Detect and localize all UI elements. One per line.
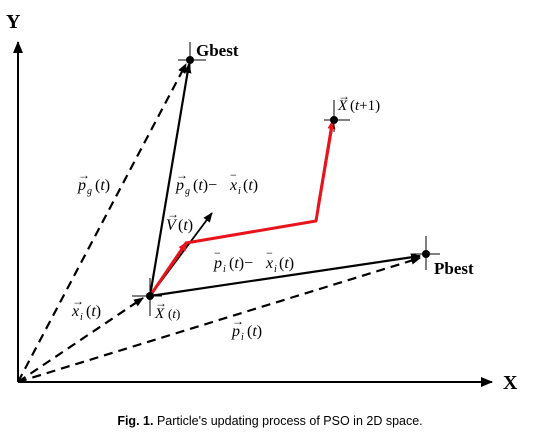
svg-text:p: p [231,323,240,340]
caption-label: Fig. 1. [117,414,154,428]
svg-text:g: g [185,186,190,197]
vector-xi-dashed [17,297,144,383]
math-label-x-t-plus-1: X → (t+1) [337,89,380,114]
x-axis-label: X [503,372,518,394]
math-label-pi-minus-xi: p − i (t)− x − i (t) [213,246,294,275]
svg-text:p: p [77,177,86,194]
svg-text:(t): (t) [178,217,193,234]
svg-text:(t): (t) [95,177,110,194]
svg-text:(t): (t) [86,303,101,320]
svg-text:X: X [337,98,348,114]
svg-text:→: → [232,314,244,328]
caption-text: Particle's updating process of PSO in 2D… [156,414,423,428]
y-axis-label: Y [6,11,21,33]
svg-text:x: x [71,303,79,320]
x-t-plus-1-marker [324,100,350,132]
math-label-xi-t: x → i (t) [71,294,101,323]
svg-text:p: p [213,255,222,272]
svg-text:→: → [167,207,179,221]
svg-text:−: − [214,246,221,260]
svg-text:(t)−: (t)− [193,177,217,194]
svg-text:→: → [78,168,90,182]
svg-text:x: x [229,177,237,194]
x-t-marker [132,278,162,316]
svg-text:(t): (t) [279,255,294,272]
svg-text:→: → [72,294,84,308]
svg-text:→: → [338,89,350,103]
gbest-label: Gbest [196,41,239,60]
svg-text:−: − [266,246,273,260]
update-path-arrow-1 [166,241,189,271]
figure-caption: Fig. 1. Particle's updating process of P… [0,414,540,428]
svg-text:(t): (t) [243,177,258,194]
vector-pi-minus-xi [149,253,421,298]
svg-text:i: i [223,264,226,275]
svg-text:i: i [274,264,277,275]
svg-text:(t+1): (t+1) [350,98,380,114]
pbest-marker [412,236,440,270]
svg-text:→: → [176,168,188,182]
svg-text:i: i [80,312,83,323]
vector-pg-minus-xi [148,63,192,297]
vector-pg-dashed [17,63,187,383]
math-label-pi-t: p → i (t) [231,314,262,343]
gbest-marker [178,42,206,72]
svg-text:−: − [230,168,237,182]
math-label-v-t: V → (t) [166,207,193,234]
pbest-label: Pbest [434,259,474,278]
svg-text:→: → [155,296,167,310]
svg-text:(t)−: (t)− [229,255,253,272]
svg-text:x: x [265,255,273,272]
math-label-x-t: X → (t) [154,296,180,322]
math-label-pg-t: p → g (t) [77,168,110,197]
svg-text:i: i [238,186,241,197]
vector-pi-dashed [17,256,421,384]
svg-text:V: V [166,217,178,234]
svg-text:p: p [175,177,184,194]
svg-text:(t): (t) [168,306,180,321]
svg-text:i: i [241,332,244,343]
svg-text:X: X [154,306,165,322]
math-label-pg-minus-xi: p → g (t)− x − i (t) [175,168,258,197]
svg-text:(t): (t) [247,323,262,340]
update-path-arrow-2 [316,119,336,209]
svg-text:g: g [87,186,92,197]
